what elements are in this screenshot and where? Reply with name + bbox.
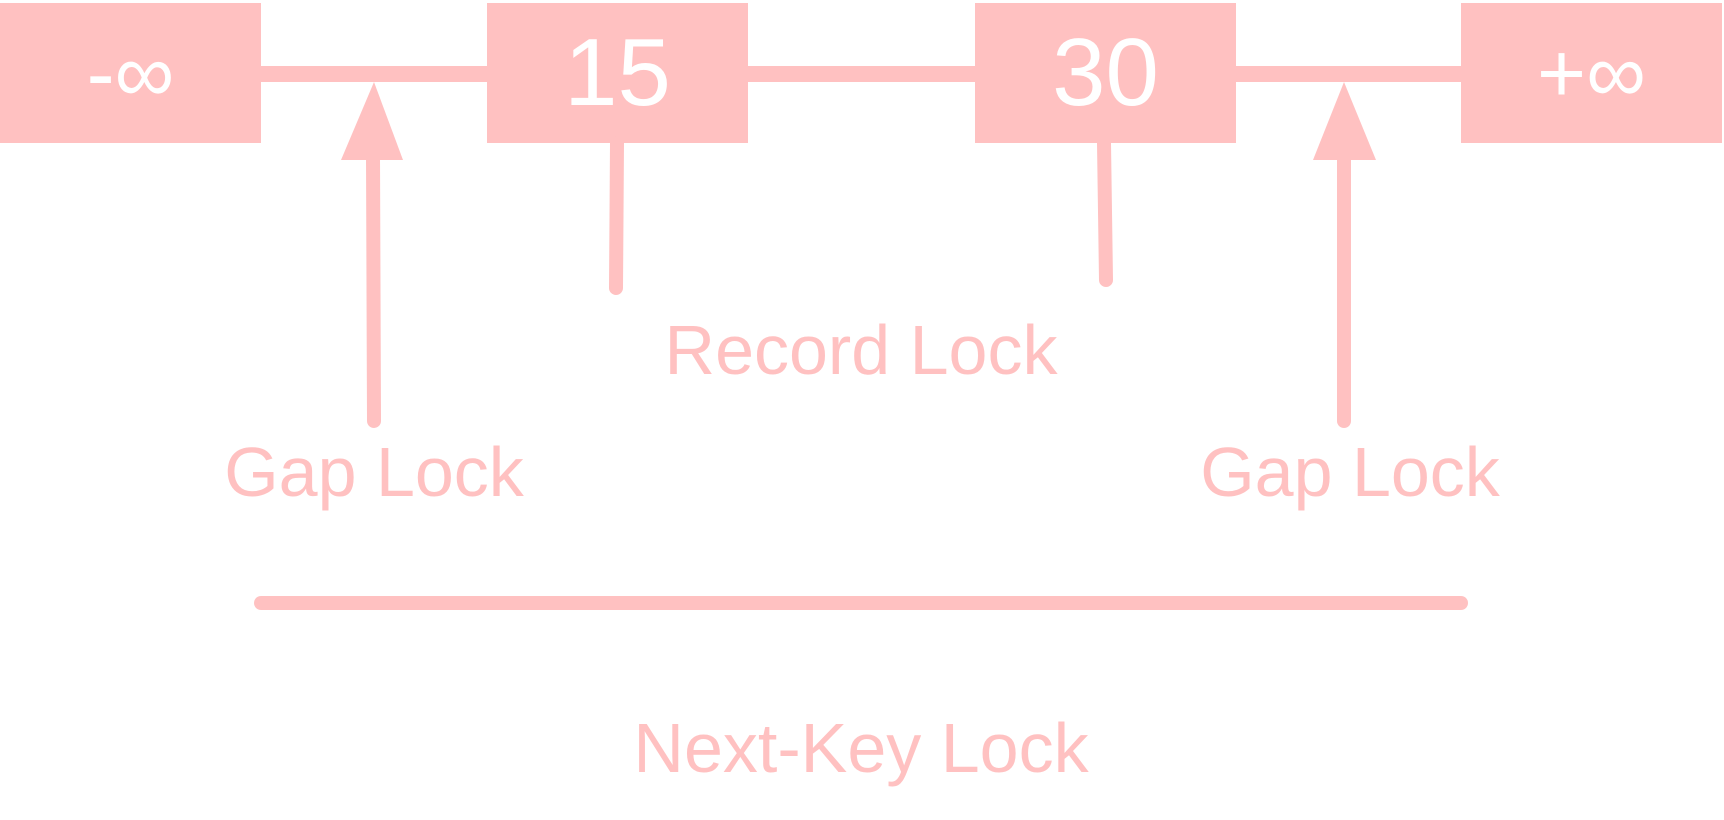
gap-lock-left-arrow	[341, 82, 403, 428]
gap-lock-left-label: Gap Lock	[224, 433, 524, 511]
record-lock-line-30	[1097, 136, 1113, 287]
node-label: +∞	[1537, 25, 1646, 120]
record-lock-line-15	[609, 136, 624, 295]
node-30: 30	[975, 3, 1236, 143]
node-label: 15	[564, 19, 671, 126]
record-lock-label: Record Lock	[664, 311, 1058, 389]
gap-lock-right-arrow	[1313, 82, 1376, 428]
node-label: 30	[1052, 19, 1159, 126]
node-15: 15	[487, 3, 748, 143]
node-negative-infinity: -∞	[0, 3, 261, 143]
gap-lock-right-label: Gap Lock	[1200, 433, 1500, 511]
next-key-lock-label: Next-Key Lock	[633, 709, 1089, 787]
node-label: -∞	[86, 25, 175, 120]
node-positive-infinity: +∞	[1461, 3, 1722, 143]
